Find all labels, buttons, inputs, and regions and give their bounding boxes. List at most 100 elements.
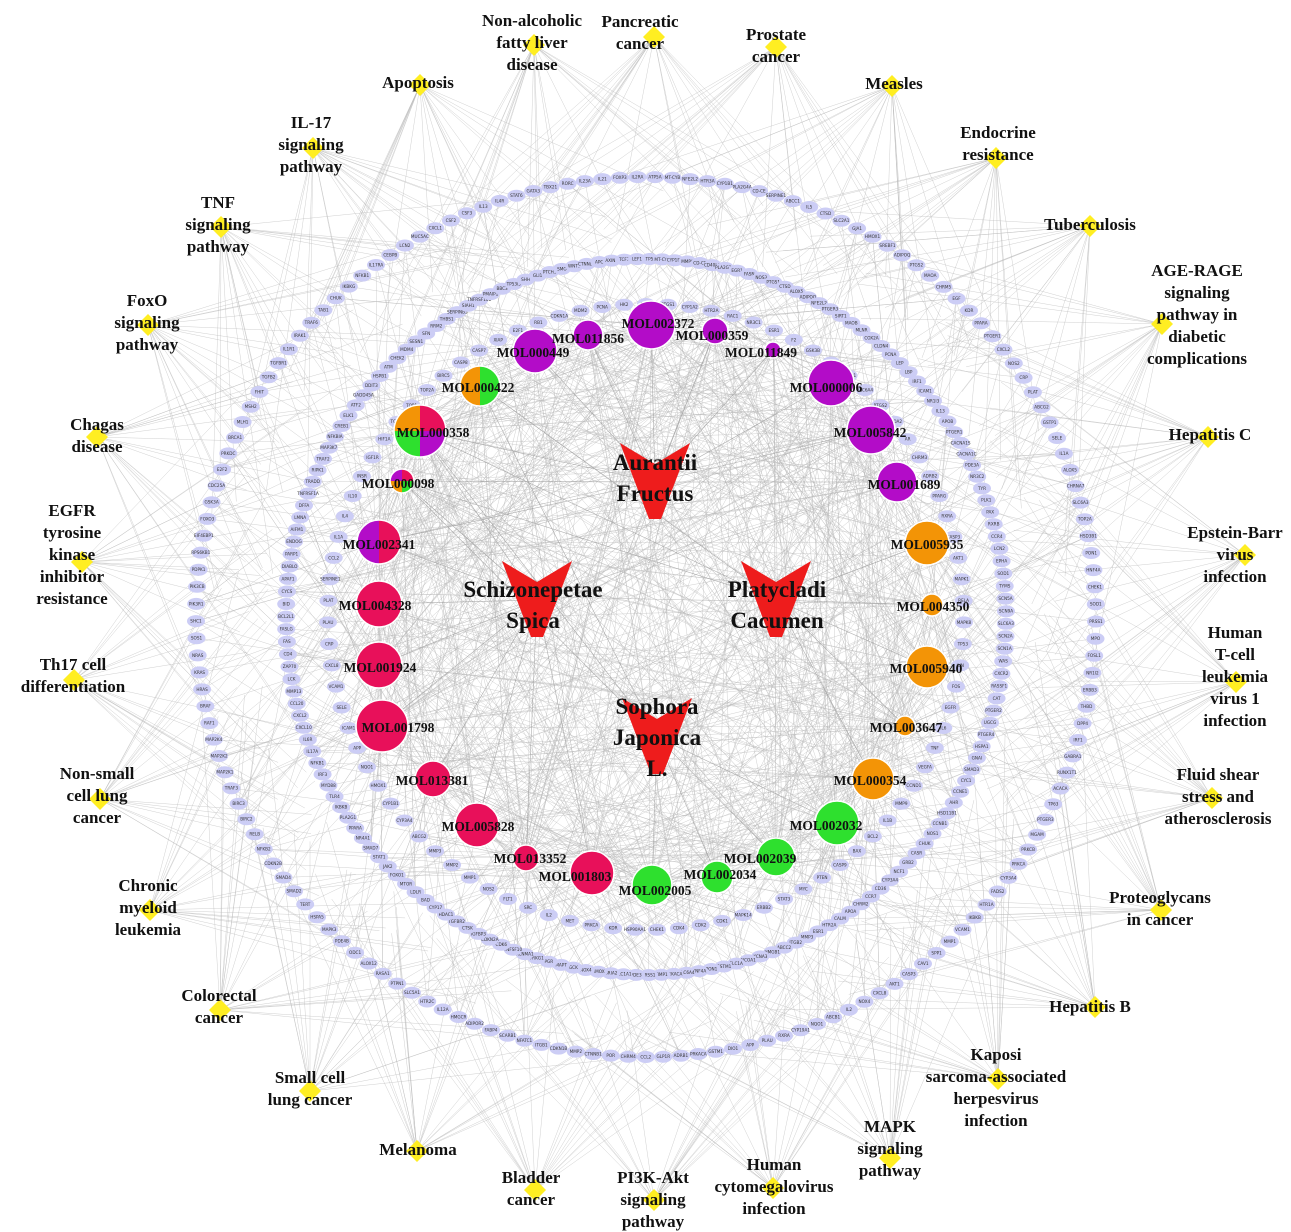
target-node-shape (910, 451, 929, 464)
pathway-label-line: pathway (859, 1161, 922, 1180)
target-node-shape (367, 259, 385, 271)
target-node-label: IL13 (936, 408, 945, 413)
target-node-label: SRC (524, 905, 532, 910)
target-node-shape (977, 898, 996, 911)
target-node-label: IL1A (1059, 451, 1068, 456)
pathway-node: Tuberculosis (1044, 215, 1136, 237)
target-node: TGFBR1 (269, 357, 288, 370)
target-node-shape (433, 1003, 452, 1016)
target-node-label: TOP2A (1077, 517, 1092, 522)
target-node: PCNA (593, 301, 612, 313)
target-node-shape (847, 845, 866, 858)
target-node-shape (601, 1049, 620, 1062)
compound-circle (904, 520, 950, 566)
target-node: TOP2A (418, 384, 436, 396)
target-node-label: CDKN2B (264, 861, 282, 866)
pathway-label-line: Melanoma (379, 1140, 457, 1159)
target-node-label: PTGS1 (766, 280, 780, 285)
target-node-shape (1019, 843, 1038, 856)
pathway-diamond (209, 999, 231, 1021)
target-node-label: CASP9 (833, 862, 847, 867)
target-node-label: SCN5A (998, 596, 1012, 601)
target-node: SMAD7 (361, 841, 380, 854)
target-node-shape (855, 995, 874, 1008)
target-node-label: CSF3 (462, 211, 473, 216)
target-node-shape (610, 171, 629, 184)
target-node-label: CYP17 (429, 905, 443, 910)
target-node-shape (754, 901, 773, 914)
target-node-shape (734, 909, 753, 921)
target-node-label: RAF1 (204, 721, 215, 726)
target-node-shape (451, 356, 470, 369)
target-node-label: XIAP (493, 337, 503, 342)
target-node: GSK3B (803, 344, 822, 357)
target-node-label: HSPB1 (373, 373, 387, 378)
target-node-label: NFATC1 (517, 1038, 533, 1043)
edges-layer (73, 36, 1246, 1201)
target-node: TRAF3 (222, 782, 241, 795)
target-node-label: PDE4B (335, 939, 349, 944)
target-node-label: CTNNB1 (585, 1051, 603, 1056)
target-node-label: CYP3A4 (882, 878, 898, 883)
target-node: FABP4 (482, 1024, 500, 1037)
target-node-label: PTGER2 (985, 708, 1002, 713)
target-node-shape (881, 348, 900, 361)
target-node-shape (1085, 649, 1104, 662)
target-node-label: FOXO3 (200, 516, 214, 521)
target-node-shape (314, 452, 332, 465)
target-node: MUC5AC (410, 230, 429, 243)
target-node-shape (824, 1011, 843, 1024)
target-node-shape (949, 551, 968, 564)
target-node-shape (977, 494, 996, 507)
target-node-shape (285, 885, 303, 898)
target-node: BAX (847, 845, 866, 858)
target-node-label: HMGCR (451, 1014, 467, 1019)
target-node-label: RXRA (941, 514, 953, 519)
target-node: DPP4 (1073, 717, 1092, 730)
target-node-label: CHEK1 (1088, 585, 1102, 590)
target-node: KRAS (190, 666, 209, 679)
target-node: IL17RA (367, 259, 385, 271)
target-node-label: HIF1A (378, 437, 390, 442)
target-node-shape (893, 249, 912, 262)
target-node-label: MMP2 (570, 1049, 583, 1054)
target-node-shape (418, 995, 437, 1008)
target-node-shape (187, 597, 206, 610)
pathway-label-line: cancer (195, 1008, 244, 1027)
target-node-shape (369, 779, 388, 792)
target-node: ENDOG (285, 535, 303, 548)
compound-label: MOL005828 (442, 819, 515, 834)
pathway-label-line: Colorectal (181, 986, 256, 1005)
target-node-label: SHH (521, 277, 530, 282)
target-node-shape (397, 877, 415, 890)
compound-circle (512, 328, 558, 374)
target-node: STAT1 (370, 851, 389, 864)
target-node: IL4 (335, 510, 354, 523)
target-node-shape (359, 957, 378, 970)
target-node-label: TIMP1 (654, 972, 668, 977)
target-node-shape (282, 673, 301, 686)
target-node-shape (856, 384, 874, 396)
target-node: TERT (296, 898, 315, 911)
pathway-label-line: Hepatitis C (1169, 425, 1252, 444)
target-node-label: CREB1 (334, 423, 348, 428)
target-node-label: CHEK1 (650, 927, 664, 932)
compound-label: MOL000358 (397, 425, 470, 440)
target-node-label: CCR4 (991, 534, 1003, 539)
herb-label-line: Spica (506, 608, 560, 633)
target-node: KDR (604, 922, 623, 935)
target-node-shape (363, 451, 382, 464)
target-node: MAPK3 (320, 923, 339, 936)
target-node-shape (965, 911, 984, 924)
target-node-label: CDKN1A (551, 313, 569, 318)
target-node-label: NRAS (192, 653, 204, 658)
compound-label: MOL002372 (622, 316, 695, 331)
target-node: BCL2L1 (277, 610, 295, 623)
compound-label: MOL002034 (684, 867, 757, 882)
pathway-diamond (409, 74, 431, 96)
pathway-label-line: Non-small (60, 764, 135, 783)
